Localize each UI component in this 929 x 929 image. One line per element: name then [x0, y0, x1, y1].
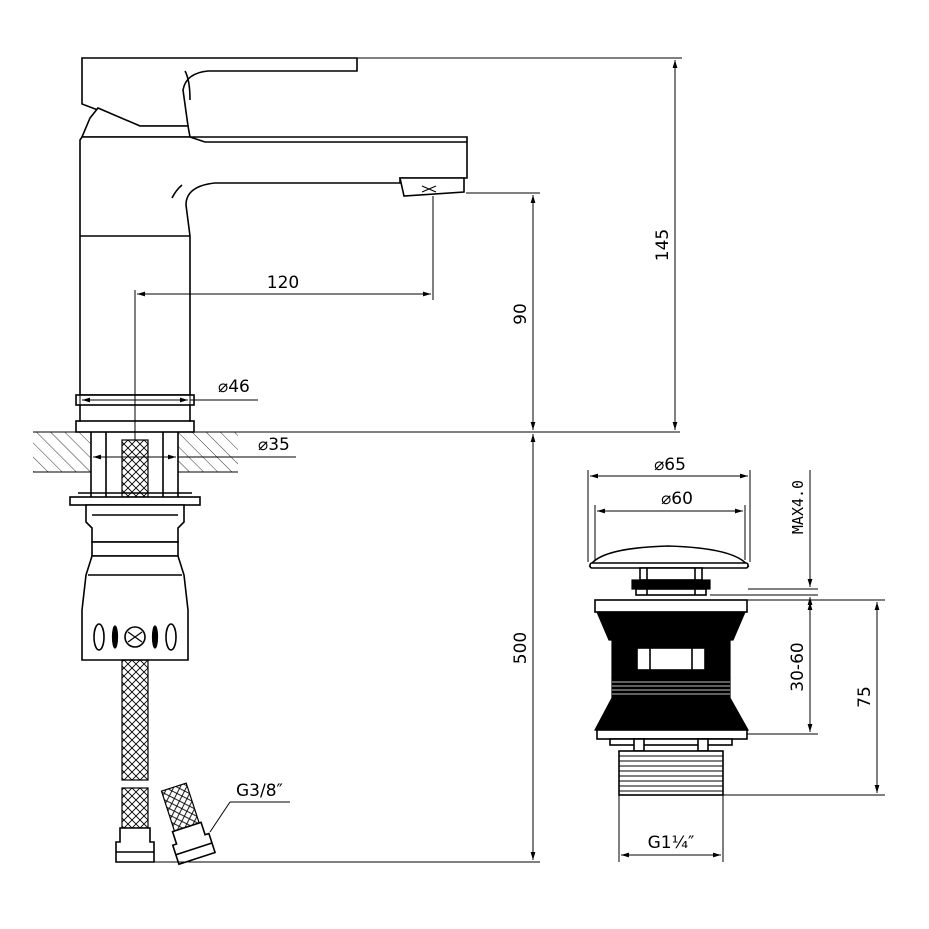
waste-back-nut: [594, 697, 750, 731]
dim-body-diameter: ⌀46: [218, 377, 250, 397]
handle-lever: [81, 57, 358, 127]
waste-fine-thread: [611, 677, 731, 699]
dim-hose-thread: G3/8″: [236, 781, 283, 801]
dim-cap-outer: ⌀65: [654, 455, 686, 475]
dim-outlet-thread: G1¼″: [648, 833, 695, 853]
dim-max-lift: MAX4.0: [789, 480, 807, 534]
dim-spout-height: 90: [511, 303, 531, 325]
dim-total-length: 75: [855, 686, 875, 708]
hose-braided-lower: [121, 659, 149, 781]
dim-hole-diameter: ⌀35: [258, 435, 290, 455]
faucet-body: [79, 136, 468, 396]
waste-flange: [594, 599, 748, 613]
faucet-drawing: [33, 57, 680, 866]
waste-dimensions: ⌀65 ⌀60 MAX4.0 30-60 75 G1¼″: [587, 455, 885, 862]
mounting-plate: [69, 496, 201, 506]
waste-drawing: [588, 545, 750, 796]
faucet-dimensions: 145 90 500 120 ⌀46 ⌀35 G3/8″: [79, 57, 682, 863]
dim-spout-reach: 120: [267, 273, 299, 293]
waste-cap: [588, 545, 750, 567]
dim-cap-inner: ⌀60: [661, 489, 693, 509]
dim-hose-length: 500: [511, 632, 531, 664]
waste-outlet-thread: [618, 750, 724, 796]
fixing-nut: [81, 555, 189, 661]
hose-braided-upper: [121, 439, 149, 498]
dim-basin-thickness: 30-60: [788, 642, 808, 691]
hose-end-angled: [160, 782, 217, 866]
hose-connector: [115, 827, 155, 863]
dim-total-height: 145: [653, 229, 673, 261]
aerator: [399, 177, 465, 197]
